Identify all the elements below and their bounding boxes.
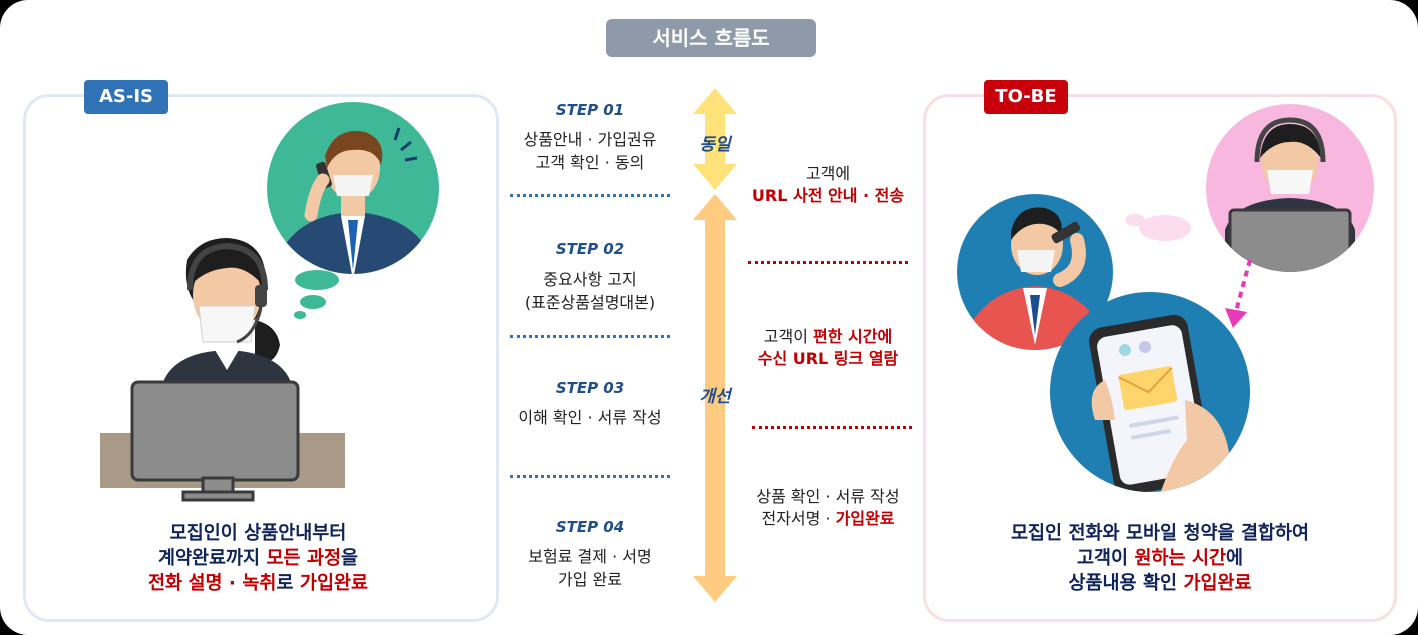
arrow-label-improve: 개선: [699, 387, 731, 407]
customer-on-phone-icon: [267, 102, 439, 274]
step-3-label: STEP 03: [555, 379, 625, 397]
flow-arrows: [693, 88, 737, 602]
step-1-line1: 상품안내 · 가입권유: [523, 130, 657, 149]
tobe-note-2-line2: 수신 URL 링크 열람: [757, 349, 899, 368]
thought-bubble-dot: [295, 270, 339, 290]
improve-double-arrow-icon: [693, 194, 737, 602]
step-divider: [510, 194, 670, 197]
step-2-text: 중요사항 고지 (표준상품설명대본): [490, 268, 690, 314]
tobe-note-3-text: 전자서명 ·: [761, 509, 836, 528]
asis-caption-highlight: 전화 설명 · 녹취: [147, 573, 277, 594]
arrow-label-same: 동일: [699, 135, 731, 155]
tobe-caption-line1: 모집인 전화와 모바일 청약을 결합하여: [1010, 523, 1310, 544]
step-4-line2: 가입 완료: [558, 570, 622, 589]
tobe-note-1-line1: 고객에: [805, 164, 851, 183]
asis-caption-highlight: 모든 과정: [266, 548, 342, 569]
mobile-phone-icon: [1050, 292, 1250, 492]
dashed-arrow-icon: [1233, 259, 1252, 316]
asis-caption-line2: 계약완료까지 모든 과정을: [100, 546, 416, 571]
tobe-caption-text: 상품내용 확인: [1068, 573, 1184, 594]
tobe-caption-highlight: 원하는 시간: [1134, 548, 1227, 569]
tobe-caption-text: 고객이: [1076, 548, 1135, 569]
tobe-note-2: 고객이 편한 시간에 수신 URL 링크 열람: [728, 326, 928, 370]
note-divider: [752, 426, 912, 429]
asis-caption-line3: 전화 설명 · 녹취로 가입완료: [100, 571, 416, 596]
tobe-caption-text: 에: [1226, 548, 1244, 569]
step-1-text: 상품안내 · 가입권유 고객 확인 · 동의: [490, 128, 690, 174]
tobe-caption-highlight: 가입완료: [1183, 573, 1252, 594]
step-2-line2: (표준상품설명대본): [524, 293, 656, 312]
tobe-illustration: [957, 104, 1374, 492]
step-3-text: 이해 확인 · 서류 작성: [490, 406, 690, 429]
computer-monitor-icon: [130, 380, 300, 502]
asis-caption: 모집인이 상품안내부터 계약완료까지 모든 과정을 전화 설명 · 녹취로 가입…: [100, 521, 416, 596]
step-1-line2: 고객 확인 · 동의: [535, 153, 645, 172]
tobe-note-2-text: 고객이: [763, 327, 814, 346]
connector-bubble: [1125, 214, 1145, 226]
tobe-caption-line3: 상품내용 확인 가입완료: [965, 571, 1355, 596]
step-1-label: STEP 01: [555, 101, 625, 119]
thought-bubble-dot: [300, 295, 326, 309]
tobe-note-3-highlight: 가입완료: [835, 509, 895, 528]
tobe-note-1-line2: URL 사전 안내 · 전송: [751, 186, 905, 205]
same-double-arrow-icon: [693, 88, 737, 190]
step-2-line1: 중요사항 고지: [543, 270, 637, 289]
asis-illustration: [100, 102, 439, 502]
step-4-line1: 보험료 결제 · 서명: [528, 547, 652, 566]
asis-caption-text: 로: [276, 573, 300, 594]
step-4-label: STEP 04: [555, 518, 625, 536]
tobe-tag: TO-BE: [984, 80, 1068, 114]
call-center-agent-icon: [1206, 104, 1374, 272]
asis-caption-line1: 모집인이 상품안내부터: [169, 523, 347, 544]
arrow-head-icon: [1225, 308, 1247, 328]
tobe-note-3-line1: 상품 확인 · 서류 작성: [756, 487, 900, 506]
asis-tag: AS-IS: [84, 80, 168, 114]
step-divider: [510, 335, 670, 338]
tobe-note-2-highlight: 편한 시간에: [813, 327, 893, 346]
tobe-note-1: 고객에 URL 사전 안내 · 전송: [728, 163, 928, 207]
asis-caption-text: 계약완료까지: [157, 548, 267, 569]
asis-caption-highlight: 가입완료: [299, 573, 369, 594]
step-3-line1: 이해 확인 · 서류 작성: [518, 408, 662, 427]
step-2-label: STEP 02: [555, 240, 625, 258]
call-center-agent-icon: [163, 238, 291, 382]
tobe-note-3: 상품 확인 · 서류 작성 전자서명 · 가입완료: [728, 486, 928, 530]
thought-bubble-dot: [294, 311, 306, 319]
step-divider: [510, 475, 670, 478]
asis-caption-text: 을: [341, 548, 359, 569]
page-title: 서비스 흐름도: [606, 19, 816, 57]
tobe-caption-line2: 고객이 원하는 시간에: [965, 546, 1355, 571]
note-divider: [748, 261, 908, 264]
step-4-text: 보험료 결제 · 서명 가입 완료: [490, 545, 690, 591]
tobe-caption: 모집인 전화와 모바일 청약을 결합하여 고객이 원하는 시간에 상품내용 확인…: [965, 521, 1355, 596]
connector-bubble: [1139, 215, 1191, 241]
